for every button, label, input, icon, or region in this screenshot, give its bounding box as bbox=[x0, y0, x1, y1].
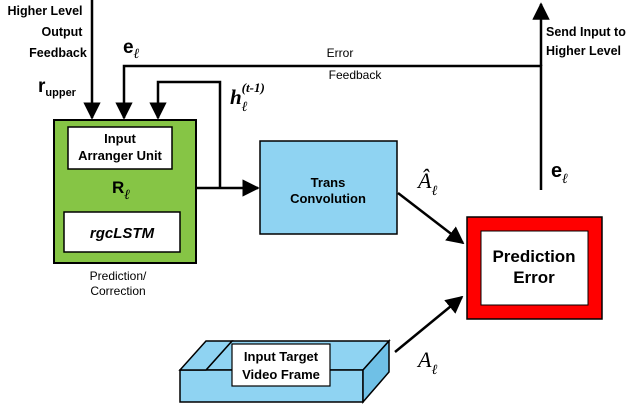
input-target-frame: Input Target Video Frame bbox=[178, 339, 391, 405]
trans-convolution-block bbox=[259, 140, 398, 235]
prediction-correction-line2: Correction bbox=[90, 284, 145, 298]
a-hat-label: Âℓ bbox=[416, 168, 437, 199]
frame-left-top bbox=[178, 340, 234, 371]
a-arrow bbox=[394, 295, 464, 353]
input-arranger-box bbox=[67, 126, 173, 170]
higher-level-feedback-line1: Higher Level bbox=[7, 4, 82, 18]
input-target-line2: Video Frame bbox=[242, 367, 320, 382]
prediction-error-inner bbox=[480, 230, 589, 306]
e-right-label: eℓ bbox=[551, 160, 568, 187]
representation-unit: Input Arranger Unit Rℓ rgcLSTM Predictio… bbox=[53, 119, 197, 298]
rgclstm-label: rgcLSTM bbox=[90, 225, 155, 242]
trans-convolution-line2: Convolution bbox=[290, 191, 366, 206]
input-arranger-line2: Arranger Unit bbox=[78, 148, 162, 163]
input-target-line1: Input Target bbox=[244, 349, 319, 364]
frame-side-face bbox=[362, 339, 390, 405]
connectors bbox=[83, 0, 550, 353]
prediction-correction-line1: Prediction/ bbox=[90, 269, 147, 283]
send-input-line2: Higher Level bbox=[546, 44, 621, 58]
prediction-error-line2: Error bbox=[513, 268, 555, 287]
trans-convolution-unit: Trans Convolution bbox=[259, 140, 398, 235]
r-label: Rℓ bbox=[112, 178, 130, 203]
rgclstm-box bbox=[63, 211, 181, 253]
ahat-arrow bbox=[397, 192, 465, 245]
error-feedback-line2: Feedback bbox=[329, 68, 383, 82]
higher-level-feedback-line2: Output bbox=[42, 25, 84, 39]
a-label: Aℓ bbox=[416, 347, 437, 378]
r-upper-label: rupper bbox=[38, 76, 77, 99]
prediction-error-unit: Prediction Error bbox=[466, 216, 603, 320]
higher-level-feedback-line3: Feedback bbox=[29, 46, 87, 60]
prediction-error-line1: Prediction bbox=[492, 247, 575, 266]
input-arranger-line1: Input bbox=[104, 131, 136, 146]
trans-convolution-line1: Trans bbox=[311, 175, 346, 190]
error-feedback-line bbox=[115, 64, 543, 190]
error-feedback-line1: Error bbox=[327, 46, 354, 60]
input-target-label-box bbox=[231, 343, 331, 387]
e-top-label: eℓ bbox=[123, 37, 140, 62]
recurrent-loop-line bbox=[149, 80, 222, 188]
h-prev-label: hℓ(t-1) bbox=[230, 80, 265, 115]
send-input-line1: Send Input to bbox=[546, 25, 626, 39]
